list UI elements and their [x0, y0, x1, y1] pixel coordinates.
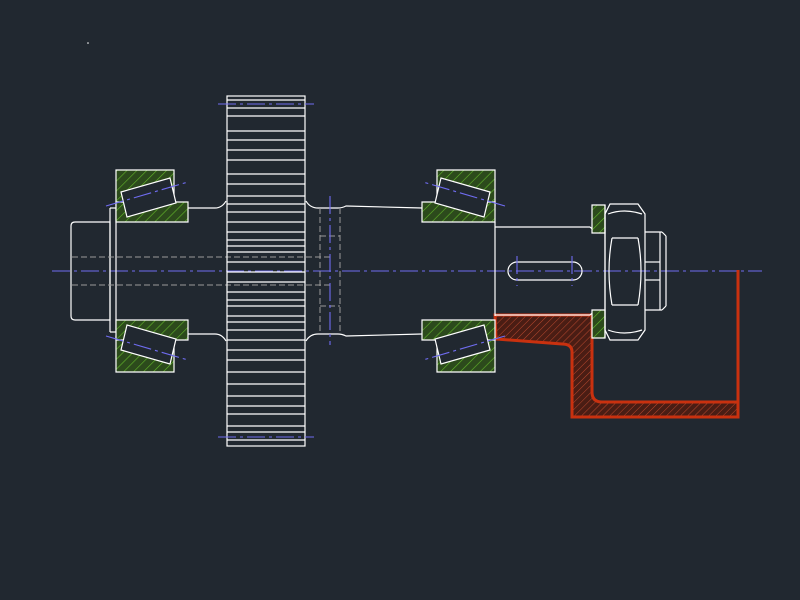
spur-gear	[226, 95, 306, 447]
left-bearing	[105, 169, 189, 373]
housing-section	[493, 270, 740, 419]
right-bearing	[421, 169, 506, 373]
shaft	[70, 196, 597, 345]
keyway	[507, 256, 583, 286]
hex-nut	[604, 203, 667, 341]
stray-point	[87, 42, 89, 44]
